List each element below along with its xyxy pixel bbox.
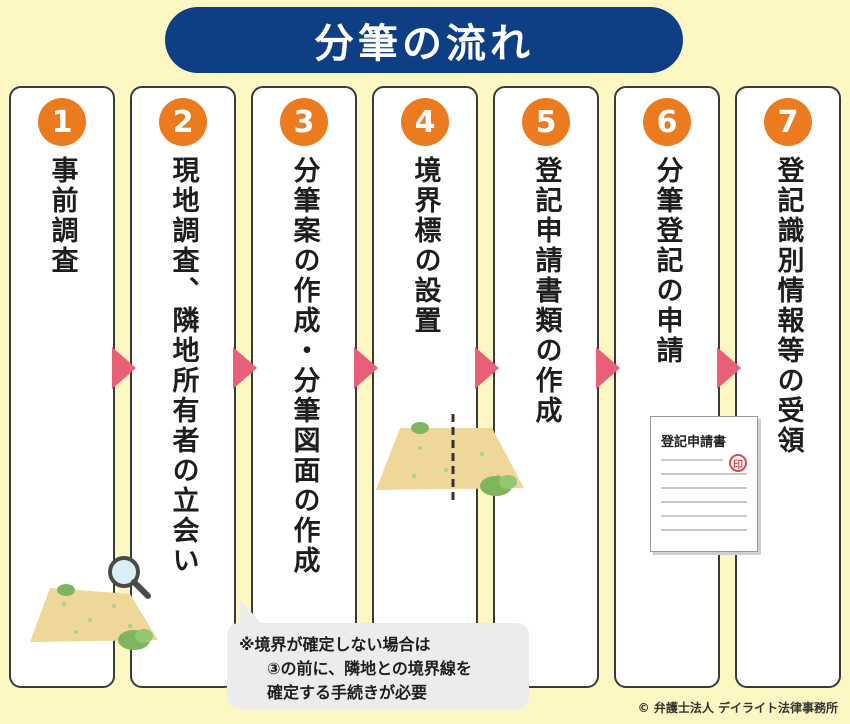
step-card-2: 2 現地調査、隣地所有者の立会い	[130, 86, 236, 688]
boundary-note: ※境界が確定しない場合は ③の前に、隣地との境界線を 確定する手続きが必要	[227, 623, 529, 709]
document-lines	[661, 459, 723, 473]
note-line: 確定する手続きが必要	[267, 683, 428, 702]
step-card-4: 4 境界標の設置	[372, 86, 478, 688]
land-parcel-icon	[30, 584, 158, 650]
step-label: 分筆登記の申請	[651, 156, 683, 366]
step-label: 現地調査、隣地所有者の立会い	[167, 156, 199, 576]
flow-arrow-icon	[233, 347, 257, 389]
document-lines	[661, 473, 747, 543]
boundary-marker-parcel-icon	[376, 414, 524, 502]
note-line: ③の前に、隣地との境界線を	[267, 659, 472, 678]
flow-arrow-icon	[354, 347, 378, 389]
registration-document-icon: 登記申請書 印	[650, 416, 758, 552]
document-title: 登記申請書	[661, 435, 727, 450]
step-number-badge: 4	[401, 98, 449, 146]
seal-stamp-icon: 印	[729, 454, 747, 472]
step-card-3: 3 分筆案の作成・分筆図面の作成	[251, 86, 357, 688]
flow-arrow-icon	[717, 347, 741, 389]
magnifier-icon	[108, 556, 151, 599]
callout-pointer-icon	[240, 600, 264, 626]
step-card-6: 6 分筆登記の申請	[614, 86, 720, 688]
note-line: ※境界が確定しない場合は	[239, 635, 431, 654]
step-number-badge: 3	[280, 98, 328, 146]
step-label: 分筆案の作成・分筆図面の作成	[288, 156, 320, 576]
step-label: 境界標の設置	[409, 156, 441, 336]
step-label: 登記識別情報等の受領	[772, 156, 804, 456]
flow-arrow-icon	[596, 347, 620, 389]
flow-arrow-icon	[475, 347, 499, 389]
step-number-badge: 6	[643, 98, 691, 146]
step-label: 登記申請書類の作成	[530, 156, 562, 426]
step-number-badge: 5	[522, 98, 570, 146]
step-label: 事前調査	[46, 156, 78, 276]
title-banner: 分筆の流れ	[165, 7, 683, 73]
step-card-5: 5 登記申請書類の作成	[493, 86, 599, 688]
copyright: © 弁護士法人 デイライト法律事務所	[637, 701, 838, 715]
step-number-badge: 7	[764, 98, 812, 146]
step-card-7: 7 登記識別情報等の受領	[735, 86, 841, 688]
step-number-badge: 2	[159, 98, 207, 146]
page-title: 分筆の流れ	[314, 21, 534, 67]
flow-arrow-icon	[112, 347, 136, 389]
step-number-badge: 1	[38, 98, 86, 146]
